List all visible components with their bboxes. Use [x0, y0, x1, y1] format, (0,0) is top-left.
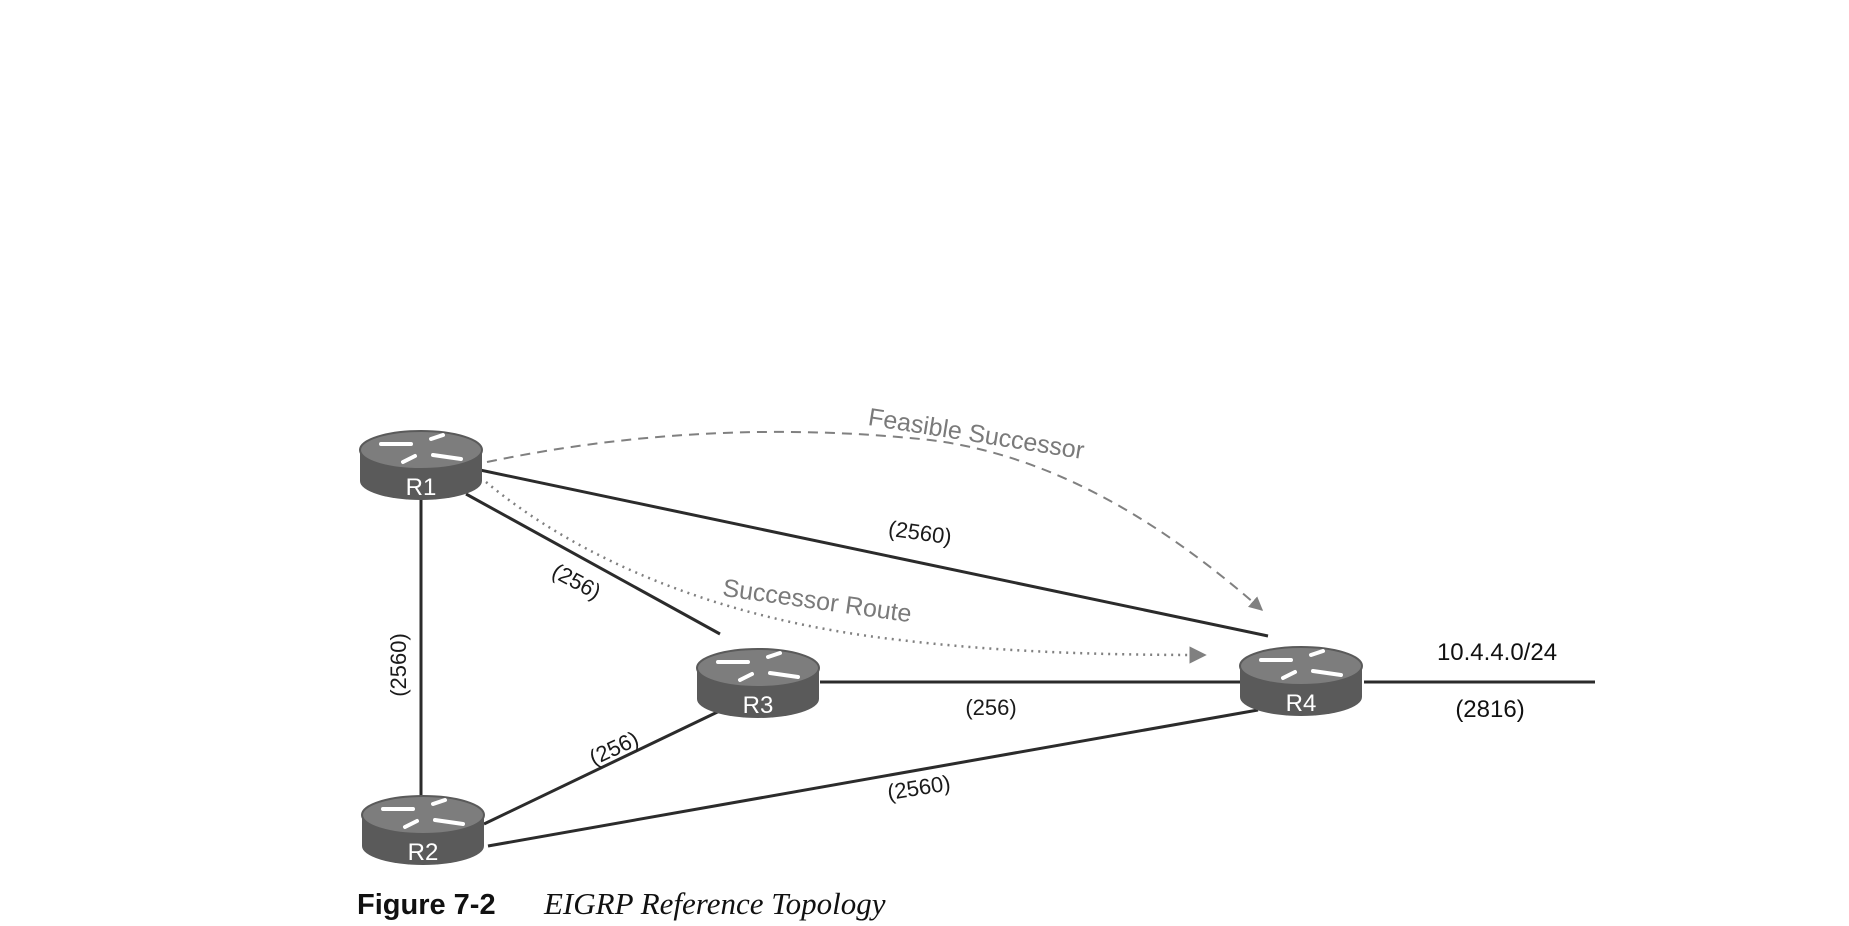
successor-route-label: Successor Route	[721, 574, 913, 628]
router-r1[interactable]: R1	[359, 430, 483, 501]
router-arrows-icon	[716, 651, 800, 682]
router-label-r1: R1	[406, 474, 437, 501]
router-label-r4: R4	[1286, 690, 1317, 717]
feasible-successor-label: Feasible Successor	[866, 403, 1086, 465]
successor-route-path	[485, 481, 1207, 664]
link-r1-r3	[465, 492, 721, 636]
router-label-r3: R3	[743, 692, 774, 719]
link-r2-r4	[487, 708, 1259, 848]
link-label-r1-r2: (2560)	[386, 633, 411, 697]
figure-title: EIGRP Reference Topology	[543, 886, 886, 921]
link-label-r3-r4: (256)	[965, 695, 1016, 720]
network-metric-label: (2816)	[1455, 696, 1524, 723]
router-arrows-icon	[379, 433, 463, 464]
network-prefix-label: 10.4.4.0/24	[1437, 639, 1557, 666]
link-r1-r4	[479, 468, 1269, 638]
feasible-successor-path	[486, 430, 1264, 611]
router-arrows-icon	[381, 798, 465, 829]
router-r3[interactable]: R3	[696, 648, 820, 719]
link-label-r2-r3: (256)	[585, 726, 642, 770]
router-r4[interactable]: R4	[1239, 646, 1363, 717]
router-label-r2: R2	[408, 839, 439, 866]
link-label-r1-r4: (2560)	[887, 516, 953, 550]
router-arrows-icon	[1259, 649, 1343, 680]
figure-number: Figure 7-2	[357, 889, 496, 921]
router-r2[interactable]: R2	[361, 795, 485, 866]
link-r2-r3	[483, 704, 731, 826]
